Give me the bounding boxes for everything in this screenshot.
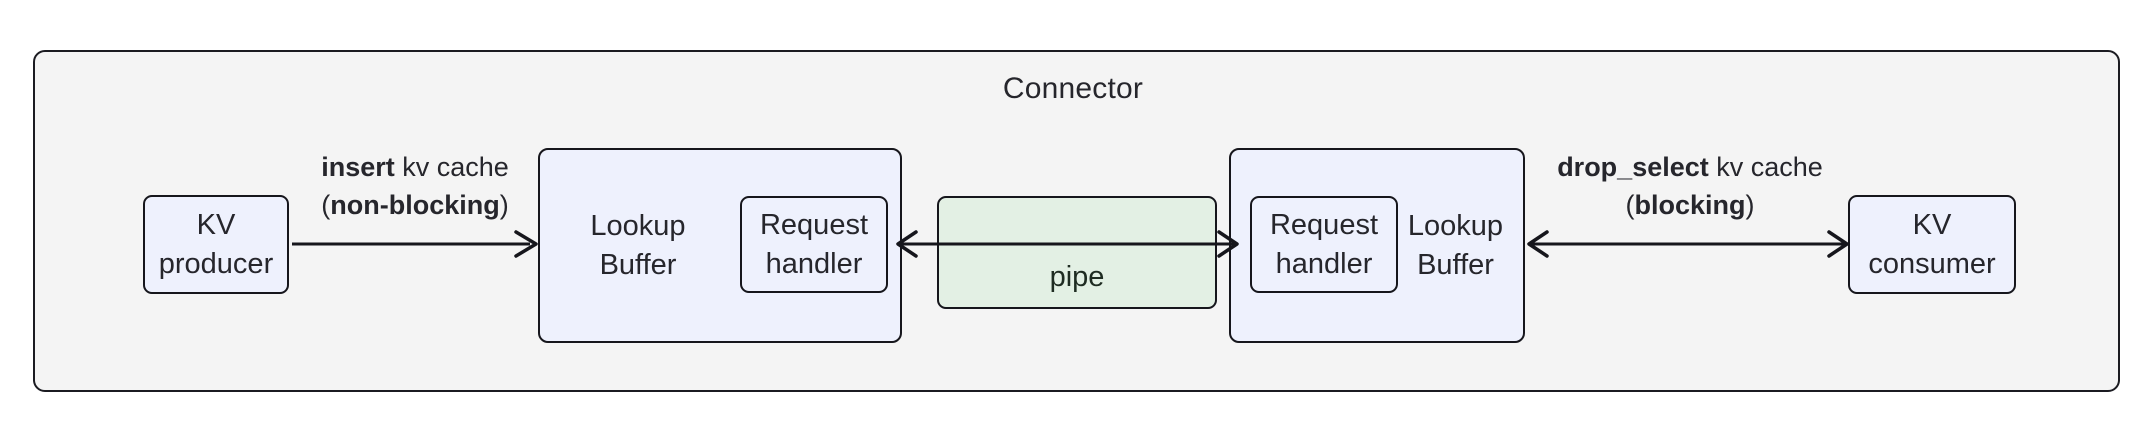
non-blocking-keyword: non-blocking — [330, 190, 500, 221]
insert-edge-label-line2: (non-blocking) — [240, 186, 590, 224]
insert-paren-close: ) — [499, 190, 509, 221]
lookup-buffer-right-line2: Buffer — [1417, 248, 1494, 281]
insert-paren-open: ( — [321, 190, 331, 221]
drop-select-edge-label: drop_select kv cache (blocking) — [1520, 148, 1860, 225]
drop-select-suffix: kv cache — [1708, 152, 1823, 182]
drop-select-keyword: drop_select — [1557, 152, 1709, 182]
insert-keyword: insert — [321, 152, 395, 182]
kv-consumer-node: KV consumer — [1848, 195, 2016, 294]
pipe-label: pipe — [1049, 261, 1105, 293]
lookup-buffer-left-line1: Lookup — [590, 210, 686, 243]
drop-select-edge-label-line2: (blocking) — [1520, 186, 1860, 224]
request-handler-left-node: Request handler — [740, 196, 888, 293]
blocking-keyword: blocking — [1634, 190, 1746, 221]
request-handler-right-line2: handler — [1275, 247, 1373, 280]
insert-edge-label-line1: insert kv cache — [240, 148, 590, 186]
drop-select-paren-close: ) — [1745, 190, 1755, 221]
lookup-buffer-left-label: Lookup Buffer — [540, 207, 736, 284]
drop-select-edge-label-line1: drop_select kv cache — [1520, 148, 1860, 186]
request-handler-left-line1: Request — [759, 209, 868, 242]
insert-edge-label: insert kv cache (non-blocking) — [240, 148, 590, 225]
kv-consumer-line2: consumer — [1868, 247, 1996, 280]
request-handler-right-node: Request handler — [1250, 196, 1398, 293]
kv-producer-node: KV producer — [143, 195, 289, 294]
lookup-buffer-left-line2: Buffer — [599, 248, 677, 281]
lookup-buffer-right-label: Lookup Buffer — [1388, 207, 1523, 284]
kv-producer-line2: producer — [158, 247, 274, 280]
request-handler-right-line1: Request — [1269, 209, 1378, 242]
kv-consumer-line1: KV — [1912, 209, 1952, 242]
lookup-buffer-right-line1: Lookup — [1407, 210, 1504, 243]
pipe-node: pipe — [937, 196, 1217, 309]
kv-producer-line1: KV — [196, 209, 236, 242]
request-handler-left-line2: handler — [765, 247, 863, 280]
connector-title: Connector — [1002, 72, 1144, 105]
insert-suffix: kv cache — [394, 152, 509, 182]
drop-select-paren-open: ( — [1625, 190, 1635, 221]
